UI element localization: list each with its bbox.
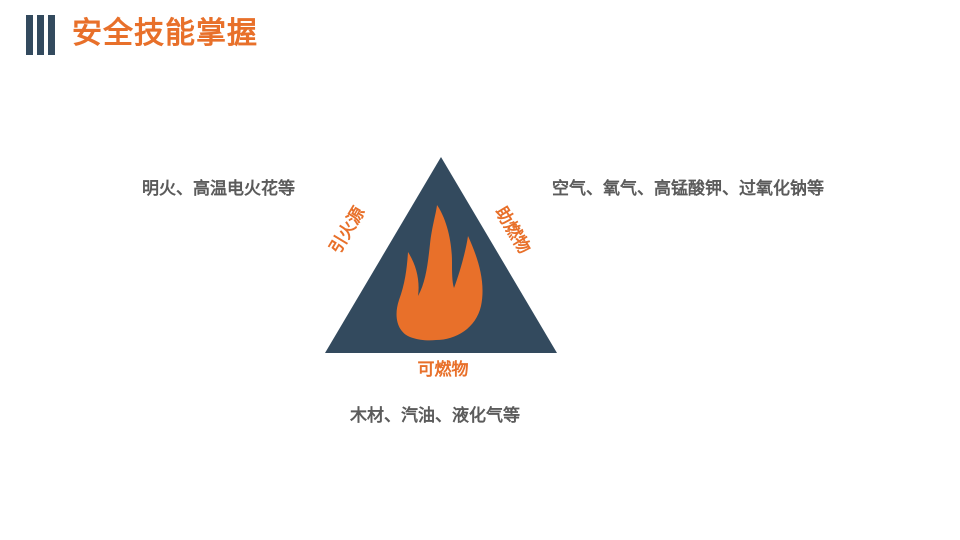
side-label-fuel: 可燃物 — [418, 359, 469, 380]
side-label-oxidizer: 助燃物 — [491, 203, 535, 258]
side-label-ignition: 引火源 — [325, 203, 369, 258]
caption-ignition-examples: 明火、高温电火花等 — [142, 178, 295, 200]
caption-oxidizer-examples: 空气、氧气、高锰酸钾、过氧化钠等 — [552, 178, 824, 200]
caption-fuel-examples: 木材、汽油、液化气等 — [350, 405, 520, 427]
